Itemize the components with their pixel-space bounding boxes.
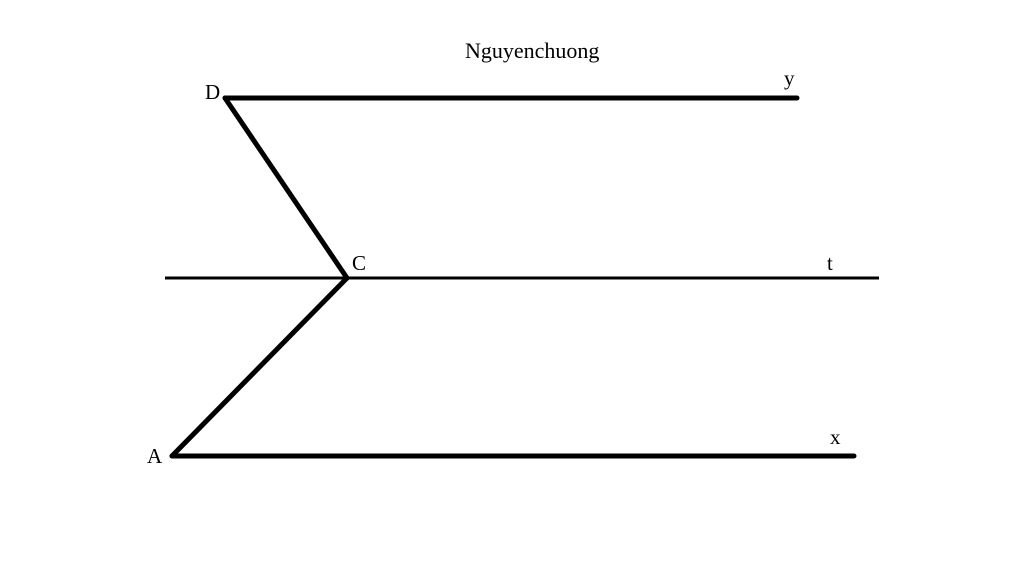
- segment-dc: [222, 95, 350, 281]
- label-point-d: D: [205, 80, 220, 104]
- figure-caption: Nguyenchuong: [465, 38, 599, 63]
- label-ray-y: y: [784, 66, 795, 90]
- label-ray-t: t: [827, 251, 833, 275]
- segment-ca: [169, 275, 350, 459]
- label-point-a: A: [147, 444, 163, 468]
- label-point-c: C: [352, 251, 366, 275]
- label-ray-x: x: [830, 425, 841, 449]
